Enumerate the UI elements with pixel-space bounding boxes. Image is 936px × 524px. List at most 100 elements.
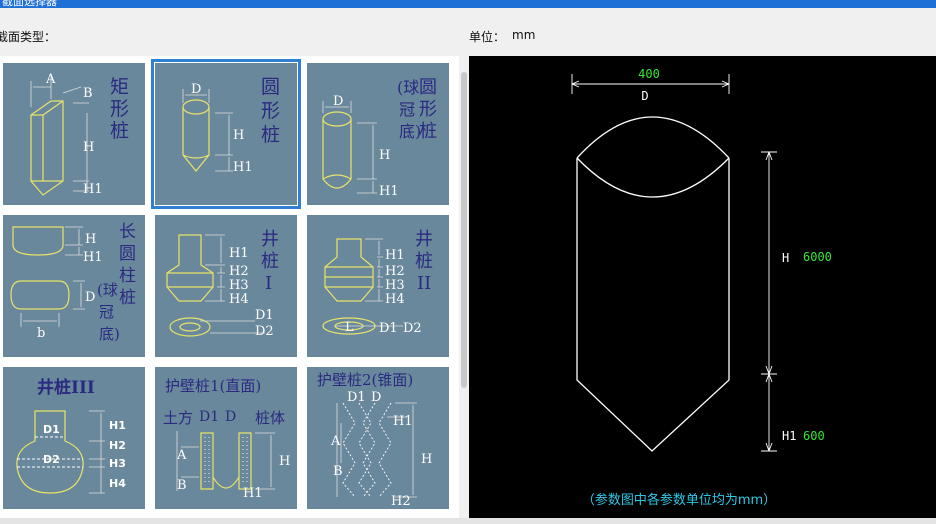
parameter-preview: 400 D H 6000 H1 600 （参数图中各参数单位均为mm） xyxy=(469,56,936,518)
tile-title-char: 冠 xyxy=(99,303,114,321)
h1-label: H1 xyxy=(782,429,796,443)
dim-label: 土方 xyxy=(163,409,193,427)
scrollbar-thumb[interactable] xyxy=(461,72,467,388)
tile-title-char: 圆 xyxy=(261,76,280,98)
dim-label: D xyxy=(225,409,236,425)
dim-label: H xyxy=(279,454,290,469)
tile-title-char: (球 xyxy=(97,281,118,299)
d-value: 400 xyxy=(638,67,660,81)
tile-title-char: 圆 xyxy=(419,77,437,98)
dim-label: D xyxy=(191,82,201,97)
tile-round-pile-spherical-bottom[interactable]: D H H1 圆 形 桩 (球 冠 底) xyxy=(307,63,449,205)
dim-label: D2 xyxy=(255,324,274,339)
tile-well-pile-2[interactable]: H1 H2 H3 H4 L D1 D2 井 桩 II xyxy=(307,215,449,357)
dim-label: D2 xyxy=(403,321,422,336)
tile-title-char: 桩 xyxy=(415,251,433,272)
h-value: 6000 xyxy=(803,250,832,264)
dim-label: A xyxy=(45,72,56,87)
tile-retaining-pile-straight[interactable]: 护壁桩1(直面) 土方 D1 D 桩体 A B H H1 xyxy=(155,367,297,509)
dim-label: H3 xyxy=(109,457,126,470)
tile-title-char: 冠 xyxy=(399,100,415,119)
tile-title: 井桩III xyxy=(37,377,95,398)
dim-label: A xyxy=(330,434,341,449)
dim-label: D1 xyxy=(347,390,366,405)
dim-label: H1 xyxy=(243,486,263,501)
section-type-gallery[interactable]: A B H H1 矩 形 桩 D H H1 圆 形 桩 D H xyxy=(0,56,459,518)
dim-label: H1 xyxy=(385,248,405,263)
window-title: 截面选择器 xyxy=(2,0,57,8)
tile-title-char: 长 xyxy=(119,222,136,242)
bottom-edge xyxy=(0,518,936,524)
d-label: D xyxy=(641,89,648,103)
dim-label: H2 xyxy=(385,264,405,279)
dim-label: D1 xyxy=(199,409,219,425)
dim-label: H xyxy=(85,232,96,247)
tile-title-char: 柱 xyxy=(119,266,136,286)
tile-title-char: 形 xyxy=(110,98,129,120)
section-type-label: 截面类型： xyxy=(0,30,57,44)
tile-title-char: I xyxy=(265,273,272,294)
tile-well-pile-1[interactable]: H1 H2 H3 H4 D1 D2 井 桩 I xyxy=(155,215,297,357)
tile-title-char: 桩 xyxy=(119,288,136,308)
dim-label: A xyxy=(176,448,187,463)
dim-label: H xyxy=(379,148,390,163)
tile-round-pile[interactable]: D H H1 圆 形 桩 xyxy=(151,59,301,209)
dim-label: H2 xyxy=(391,494,411,509)
dim-label: D2 xyxy=(43,453,60,466)
dim-label: D xyxy=(85,290,95,305)
dim-label: H1 xyxy=(229,246,249,261)
tile-title-char: 桩 xyxy=(261,124,280,146)
dim-label: B xyxy=(333,464,343,479)
dim-label: B xyxy=(177,478,187,493)
dim-label: H1 xyxy=(83,182,103,197)
tile-well-pile-3[interactable]: 井桩III D1 D2 H1 H2 H3 H4 xyxy=(3,367,145,509)
unit-label: 单位： xyxy=(469,30,506,44)
tile-title: 护壁桩1(直面) xyxy=(165,377,261,395)
tile-title-char: 井 xyxy=(415,229,433,250)
dim-label: H2 xyxy=(229,264,249,279)
tile-title-char: 圆 xyxy=(119,244,136,264)
tile-title-char: 桩 xyxy=(419,121,437,142)
tile-title-char: 形 xyxy=(419,99,437,120)
dim-label: H4 xyxy=(109,477,126,490)
dim-label: H1 xyxy=(233,160,253,175)
dim-label: D1 xyxy=(255,308,274,323)
dim-label: H1 xyxy=(379,184,399,199)
dim-label: b xyxy=(37,326,45,341)
dim-label: H4 xyxy=(385,292,405,307)
dim-label: H1 xyxy=(393,414,413,429)
tile-title-char: 井 xyxy=(261,229,279,250)
unit-note: （参数图中各参数单位均为mm） xyxy=(582,492,776,508)
dim-label: H4 xyxy=(229,292,249,307)
dim-label: L xyxy=(345,320,354,335)
tile-title: 护壁桩2(锥面) xyxy=(317,371,413,389)
tile-title-char: 矩 xyxy=(110,76,129,98)
dim-label: H xyxy=(421,452,432,467)
tile-title-char: II xyxy=(417,273,431,294)
tile-long-round-pile[interactable]: H H1 D b 长 圆 柱 桩 (球 冠 底) xyxy=(3,215,145,357)
tile-retaining-pile-cone[interactable]: 护壁桩2(锥面) D1 D H1 A B H H2 xyxy=(307,367,449,509)
dim-label: D1 xyxy=(379,321,398,336)
dim-label: H1 xyxy=(109,419,126,432)
dim-label: H xyxy=(233,128,244,143)
dim-label: D xyxy=(333,94,343,109)
gallery-scrollbar[interactable] xyxy=(459,56,469,518)
dim-label: H xyxy=(83,140,94,155)
tile-title-char: 形 xyxy=(261,100,280,122)
tile-title-char: (球 xyxy=(397,78,419,97)
h-label: H xyxy=(782,251,789,265)
tile-title-char: 桩 xyxy=(261,251,279,272)
tile-title-char: 底) xyxy=(399,122,421,141)
unit-value: mm xyxy=(512,28,536,42)
dim-label: 桩体 xyxy=(255,409,285,427)
dim-label: D1 xyxy=(43,423,60,436)
dim-label: D xyxy=(371,390,381,405)
dim-label: H3 xyxy=(229,278,249,293)
tile-rectangular-pile[interactable]: A B H H1 矩 形 桩 xyxy=(3,63,145,205)
tile-title-char: 底) xyxy=(99,325,120,343)
dim-label: H2 xyxy=(109,439,126,452)
dim-label: H1 xyxy=(83,250,103,265)
tile-title-char: 桩 xyxy=(110,120,129,142)
dim-label: B xyxy=(83,86,93,101)
h1-value: 600 xyxy=(803,429,825,443)
